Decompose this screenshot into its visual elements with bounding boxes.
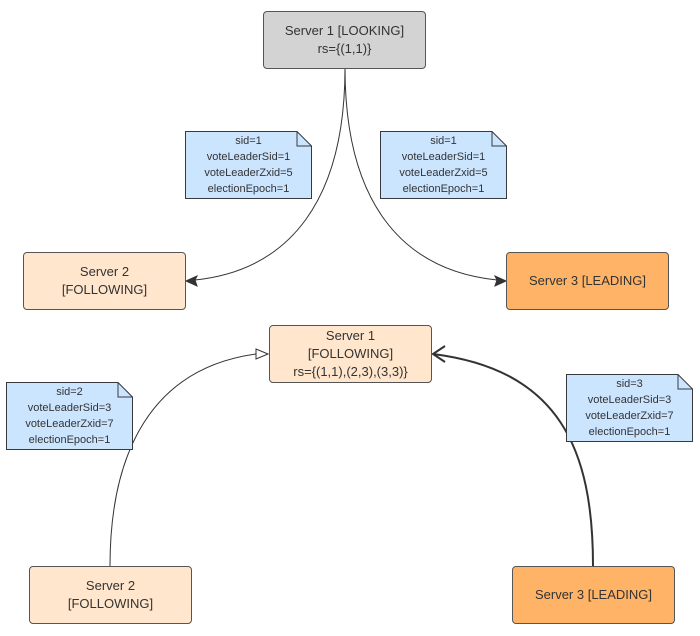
note-sid: sid=2 — [56, 386, 83, 398]
note-vote-leader-sid: voteLeaderSid=1 — [206, 151, 291, 163]
note-shape — [6, 382, 133, 450]
bottom-note-right: sid=3 voteLeaderSid=3 voteLeaderZxid=7 e… — [566, 374, 693, 442]
note-election-epoch: electionEpoch=1 — [402, 183, 485, 195]
arrowhead-top-server3 — [493, 274, 508, 287]
top-server2-state: [FOLLOWING] — [61, 282, 148, 297]
top-server2-title: Server 2 — [79, 264, 130, 279]
top-server1-title: Server 1 [LOOKING] — [284, 23, 405, 38]
bottom-server2-node[interactable]: Server 2 [FOLLOWING] — [29, 566, 192, 624]
bottom-server3-node[interactable]: Server 3 [LEADING] — [512, 566, 675, 624]
note-election-epoch: electionEpoch=1 — [28, 434, 111, 446]
bottom-server2-title: Server 2 — [85, 578, 136, 593]
arrowhead-bottom-server1-left — [255, 348, 270, 360]
bottom-note-left: sid=2 voteLeaderSid=3 voteLeaderZxid=7 e… — [6, 382, 133, 450]
note-election-epoch: electionEpoch=1 — [207, 183, 290, 195]
top-server1-rs: rs={(1,1)} — [317, 41, 372, 56]
bottom-server1-title: Server 1 — [325, 328, 376, 343]
note-election-epoch: electionEpoch=1 — [588, 426, 671, 438]
note-sid: sid=1 — [235, 135, 262, 147]
top-server3-title: Server 3 [LEADING] — [528, 273, 647, 288]
note-vote-leader-zxid: voteLeaderZxid=7 — [25, 418, 114, 430]
note-sid: sid=3 — [616, 378, 643, 390]
arrowhead-bottom-server1-right — [431, 345, 446, 363]
bottom-server1-state: [FOLLOWING] — [307, 346, 394, 361]
note-vote-leader-zxid: voteLeaderZxid=5 — [399, 167, 488, 179]
note-vote-leader-sid: voteLeaderSid=3 — [27, 402, 112, 414]
note-shape — [185, 131, 312, 199]
top-server1-node[interactable]: Server 1 [LOOKING] rs={(1,1)} — [263, 11, 426, 69]
arrowhead-top-server2 — [184, 274, 199, 287]
note-shape — [566, 374, 693, 442]
bottom-server2-state: [FOLLOWING] — [67, 596, 154, 611]
note-vote-leader-zxid: voteLeaderZxid=7 — [585, 410, 674, 422]
edge-top-server1-to-server3 — [344, 67, 498, 281]
bottom-server1-rs: rs={(1,1),(2,3),(3,3)} — [293, 364, 408, 379]
note-shape — [380, 131, 507, 199]
top-server2-node[interactable]: Server 2 [FOLLOWING] — [23, 252, 186, 310]
edge-bottom-server2-to-server1 — [109, 353, 257, 567]
edge-top-server1-to-server2 — [194, 67, 346, 281]
top-note-right: sid=1 voteLeaderSid=1 voteLeaderZxid=5 e… — [380, 131, 507, 199]
note-vote-leader-sid: voteLeaderSid=3 — [587, 394, 672, 406]
note-vote-leader-zxid: voteLeaderZxid=5 — [204, 167, 293, 179]
bottom-server3-title: Server 3 [LEADING] — [534, 587, 653, 602]
note-sid: sid=1 — [430, 135, 457, 147]
bottom-server1-node[interactable]: Server 1 [FOLLOWING] rs={(1,1),(2,3),(3,… — [269, 325, 432, 383]
note-vote-leader-sid: voteLeaderSid=1 — [401, 151, 486, 163]
top-note-left: sid=1 voteLeaderSid=1 voteLeaderZxid=5 e… — [185, 131, 312, 199]
edge-bottom-server3-to-server1 — [432, 353, 594, 567]
top-server3-node[interactable]: Server 3 [LEADING] — [506, 252, 669, 310]
